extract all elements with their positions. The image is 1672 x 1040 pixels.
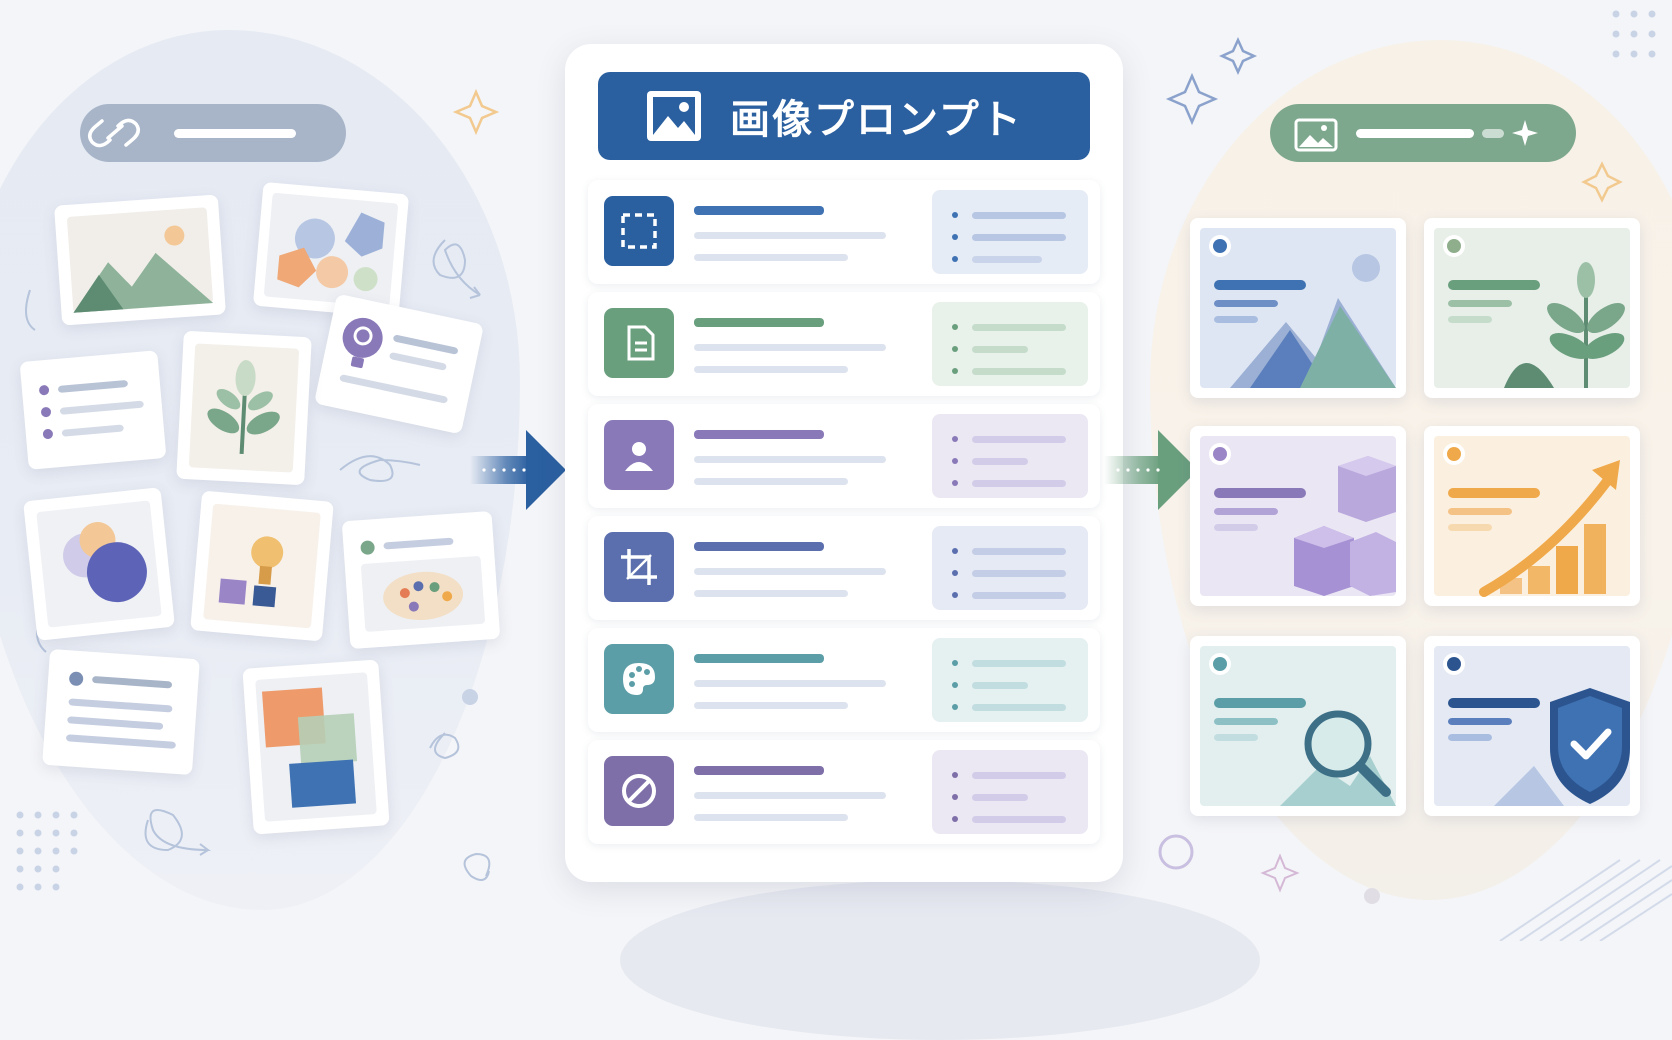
selection-frame-icon	[604, 196, 674, 266]
plant-image	[189, 343, 299, 473]
idea-note-card	[313, 293, 485, 435]
growth-chart-icon	[1434, 436, 1630, 597]
result-card-shield	[1424, 636, 1640, 816]
link-icon	[88, 118, 140, 148]
arrow-right-icon	[1104, 430, 1198, 510]
list-note	[39, 380, 144, 440]
row-detail-box	[932, 750, 1088, 834]
list-note-card	[19, 350, 167, 470]
document-icon	[604, 308, 674, 378]
prohibited-icon	[604, 756, 674, 826]
prompt-row[interactable]	[588, 516, 1100, 620]
plant-image-card	[176, 330, 312, 486]
row-detail-box	[932, 414, 1088, 498]
row-detail-box	[932, 526, 1088, 610]
result-card-plant	[1424, 218, 1640, 398]
prompt-row[interactable]	[588, 740, 1100, 844]
sparkle-icon	[1512, 120, 1538, 146]
lightbulb-image	[203, 503, 321, 629]
prompt-row[interactable]	[588, 180, 1100, 284]
row-detail-box	[932, 190, 1088, 274]
pill-text-line	[174, 128, 296, 138]
text-note	[66, 671, 176, 749]
abstract-shapes-image	[264, 193, 398, 307]
lightbulb-image-card	[190, 490, 334, 642]
magnifier-icon	[1200, 646, 1396, 806]
color-blocks-image-card	[242, 659, 390, 835]
landscape-image-card	[54, 194, 226, 326]
panel-title: 画像プロンプト	[730, 97, 1023, 143]
decorative-doodles	[16, 10, 1672, 941]
prompt-row[interactable]	[588, 404, 1100, 508]
crop-icon	[604, 532, 674, 602]
arrow-right-icon	[470, 430, 566, 510]
color-blocks-image	[255, 672, 377, 822]
pill-text-line	[1356, 128, 1474, 138]
row-detail-box	[932, 302, 1088, 386]
result-card-magnifier	[1190, 636, 1406, 816]
prompt-row[interactable]	[588, 628, 1100, 732]
prompt-row[interactable]	[588, 292, 1100, 396]
source-pill	[80, 104, 346, 162]
row-detail-box	[932, 638, 1088, 722]
result-pill	[1270, 104, 1576, 162]
palette-icon	[604, 644, 674, 714]
palette-image	[360, 537, 485, 632]
venn-image-card	[23, 487, 175, 641]
cubes-icon	[1200, 436, 1396, 596]
palette-image-card	[341, 510, 501, 650]
image-icon	[1294, 118, 1338, 152]
text-note-card	[42, 648, 200, 776]
landscape-image	[67, 207, 214, 313]
image-icon	[647, 91, 701, 141]
result-card-growth-chart	[1424, 426, 1640, 606]
panel-header: 画像プロンプト	[598, 72, 1090, 160]
shield-check-icon	[1434, 646, 1630, 806]
result-card-mountain	[1190, 218, 1406, 398]
result-card-cubes	[1190, 426, 1406, 606]
abstract-shapes-card	[252, 181, 410, 319]
person-icon	[604, 420, 674, 490]
pill-text-line	[1482, 128, 1504, 138]
idea-note	[339, 317, 458, 404]
mountain-icon	[1200, 228, 1396, 388]
plant-icon	[1434, 228, 1630, 388]
venn-image	[36, 500, 162, 628]
